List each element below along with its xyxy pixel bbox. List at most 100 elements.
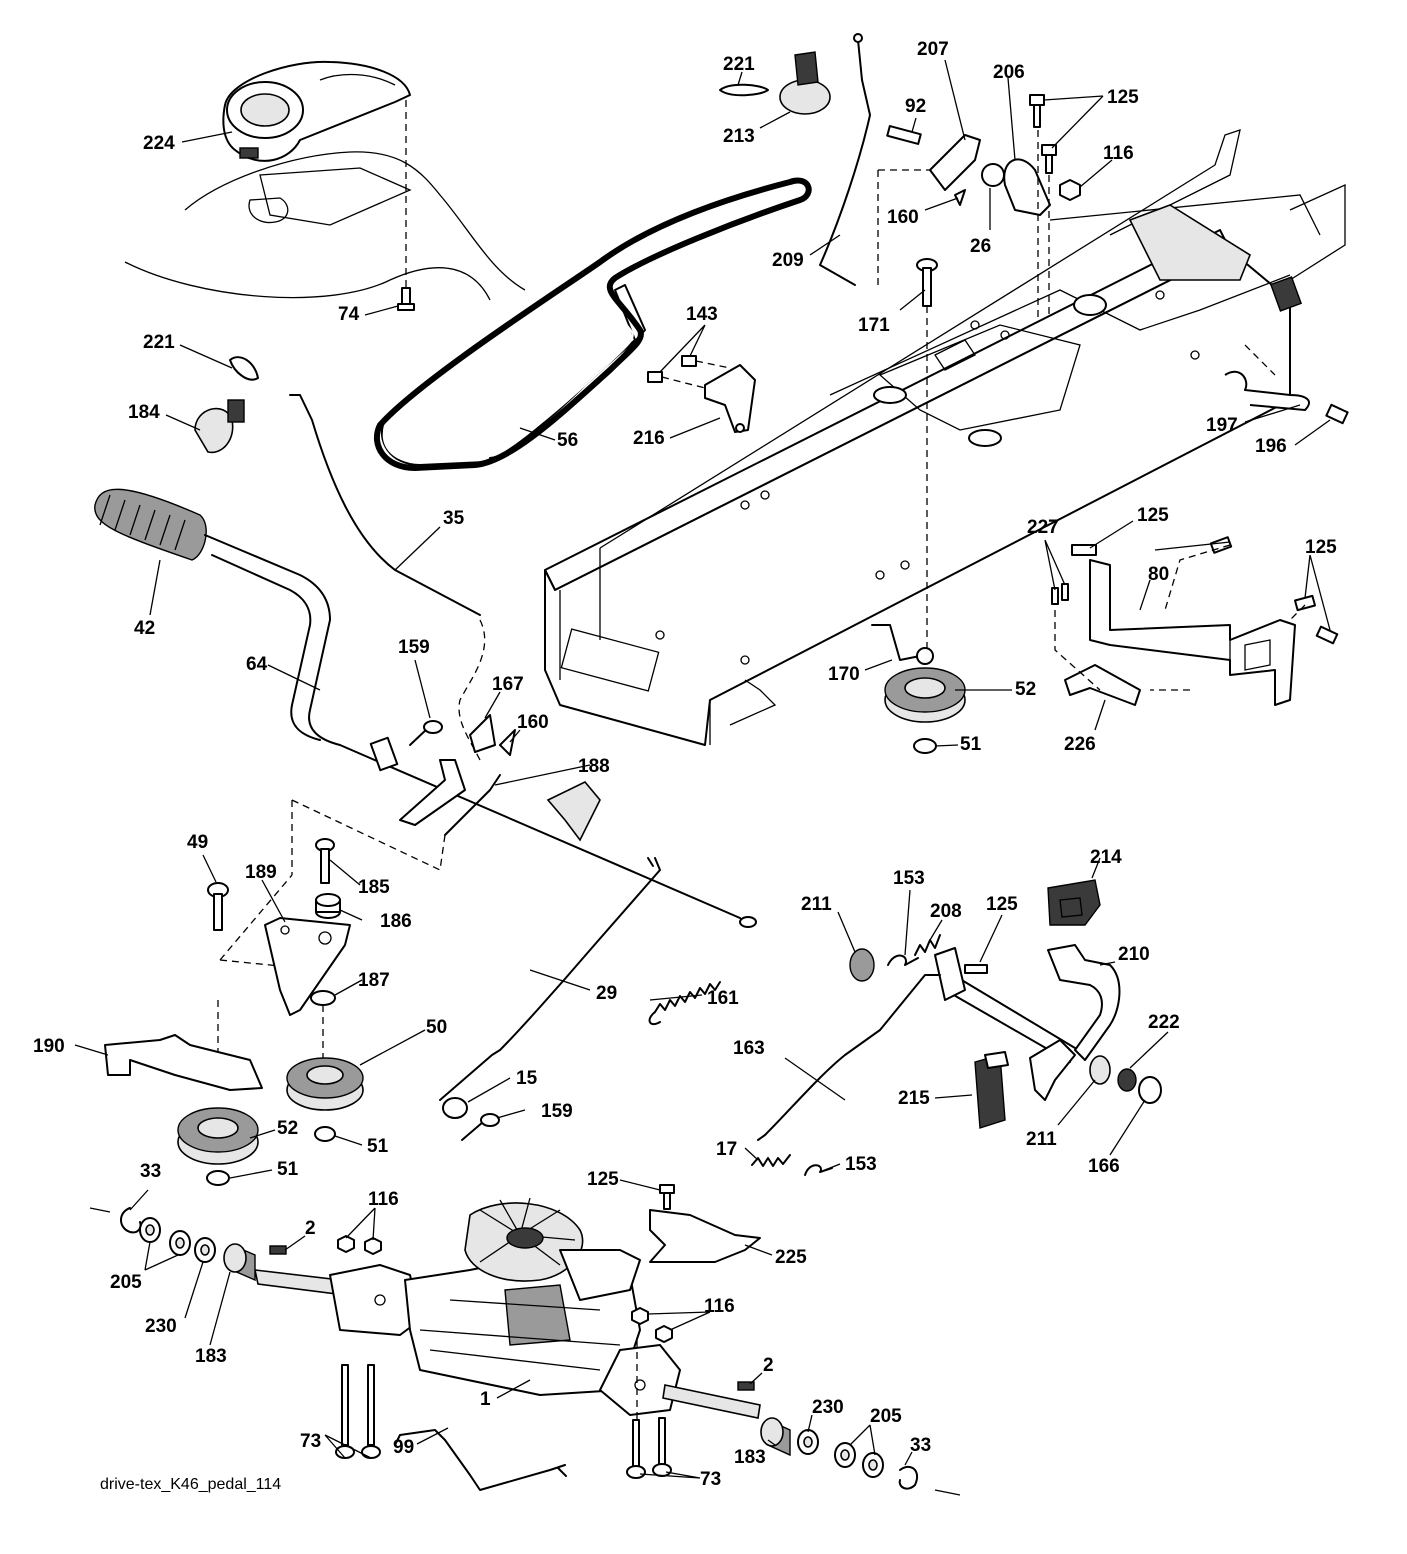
callout-125-a: 125	[1107, 87, 1139, 108]
knob-184	[194, 399, 245, 454]
knob-213	[779, 51, 831, 115]
cross-shaft	[934, 947, 1076, 1101]
steering-shaft-64	[204, 534, 757, 928]
idler-arm-189	[264, 917, 351, 1016]
bolt-125-pedal	[964, 964, 988, 974]
callout-labels: 221 213 224 74 221 184 42 64 35 56 143 2…	[33, 39, 1337, 1490]
pedal-pad-214	[1047, 879, 1101, 926]
callout-222: 222	[1148, 1012, 1180, 1033]
callout-125-d: 125	[1305, 537, 1337, 558]
callout-211-lower: 211	[1026, 1129, 1057, 1150]
plate-190	[104, 1034, 263, 1091]
key-2-left	[269, 1245, 287, 1255]
key-2-right	[737, 1381, 755, 1391]
callout-206: 206	[993, 62, 1025, 83]
nuts-116-right	[631, 1307, 673, 1343]
transaxle-1	[253, 1197, 761, 1419]
washer-222	[1117, 1068, 1137, 1092]
callout-184: 184	[128, 402, 160, 423]
callout-116-right: 116	[704, 1296, 735, 1317]
washers-205-left	[139, 1217, 191, 1256]
callout-183-right: 183	[734, 1447, 766, 1468]
bracket-226	[1064, 664, 1141, 706]
callout-213: 213	[723, 126, 755, 147]
callout-221: 221	[143, 332, 175, 353]
grip-42	[94, 488, 207, 561]
callout-29: 29	[596, 983, 617, 1004]
callout-116-top: 116	[1103, 143, 1134, 164]
clip-160	[499, 729, 516, 756]
callout-226: 226	[1064, 734, 1096, 755]
spacer-186	[315, 893, 341, 919]
pin-159-upper	[409, 720, 443, 746]
callout-50: 50	[426, 1017, 447, 1038]
nut-51-upper	[913, 738, 937, 754]
arm-188	[399, 759, 601, 842]
callout-210: 210	[1118, 944, 1150, 965]
callout-160: 160	[517, 712, 549, 733]
callout-215: 215	[898, 1088, 930, 1109]
callout-227: 227	[1027, 517, 1059, 538]
nut-51-lower	[206, 1170, 230, 1186]
rod-99	[394, 1429, 567, 1491]
nuts-116-upper	[337, 1235, 382, 1255]
callout-230-left: 230	[145, 1316, 177, 1337]
clip-221	[229, 356, 259, 381]
callout-125-lower: 125	[587, 1169, 619, 1190]
callout-186: 186	[380, 911, 412, 932]
nut-51-mid	[314, 1126, 336, 1142]
callout-73-left: 73	[300, 1431, 321, 1452]
bolt-125-lower	[659, 1184, 675, 1210]
pedal-210	[1047, 944, 1121, 1061]
callout-207: 207	[917, 39, 949, 60]
diagram-caption: drive-tex_K46_pedal_114	[100, 1476, 281, 1493]
pad-215	[974, 1051, 1009, 1129]
bracket-80	[1089, 559, 1296, 706]
bolt-49	[207, 882, 229, 931]
callout-92: 92	[905, 96, 926, 117]
washer-230-left	[194, 1237, 216, 1263]
callout-64: 64	[246, 654, 268, 675]
callout-35: 35	[443, 508, 465, 529]
callout-33-right: 33	[910, 1435, 931, 1456]
callout-197: 197	[1206, 415, 1238, 436]
callout-74: 74	[338, 304, 360, 325]
callout-170: 170	[828, 664, 860, 685]
ring-26	[981, 163, 1005, 187]
callout-51-mid: 51	[367, 1136, 389, 1157]
callout-143: 143	[686, 304, 718, 325]
callout-188: 188	[578, 756, 610, 777]
callout-216: 216	[633, 428, 665, 449]
callout-208: 208	[930, 901, 962, 922]
clip-153-top	[887, 954, 919, 966]
bolt-185	[315, 838, 335, 884]
callout-214: 214	[1090, 847, 1122, 868]
callout-163: 163	[733, 1038, 765, 1059]
bushing-211-lower	[1089, 1055, 1111, 1085]
callout-2-right: 2	[763, 1355, 774, 1376]
callout-56: 56	[557, 430, 578, 451]
washer-15	[442, 1097, 468, 1119]
washer-166	[1138, 1076, 1162, 1104]
callout-153-top: 153	[893, 868, 925, 889]
callout-99: 99	[393, 1437, 414, 1458]
callout-153-lower: 153	[845, 1154, 877, 1175]
callout-166: 166	[1088, 1156, 1120, 1177]
callout-51-upper: 51	[960, 734, 982, 755]
callout-161: 161	[707, 988, 739, 1009]
callout-125-pedal: 125	[986, 894, 1018, 915]
spring-17	[751, 1154, 791, 1167]
rod-209	[819, 33, 871, 286]
nut-116-top	[1059, 179, 1081, 201]
callout-52-lower: 52	[277, 1118, 298, 1139]
callout-1: 1	[480, 1389, 491, 1410]
callout-224: 224	[143, 133, 175, 154]
clip-153-lower	[804, 1164, 833, 1176]
belt-56	[373, 177, 812, 472]
callout-171: 171	[858, 315, 890, 336]
bolts-73-right	[626, 1417, 672, 1479]
bushing-211-top	[849, 948, 875, 982]
eclip-33-right	[898, 1465, 919, 1490]
callout-205-right: 205	[870, 1406, 902, 1427]
